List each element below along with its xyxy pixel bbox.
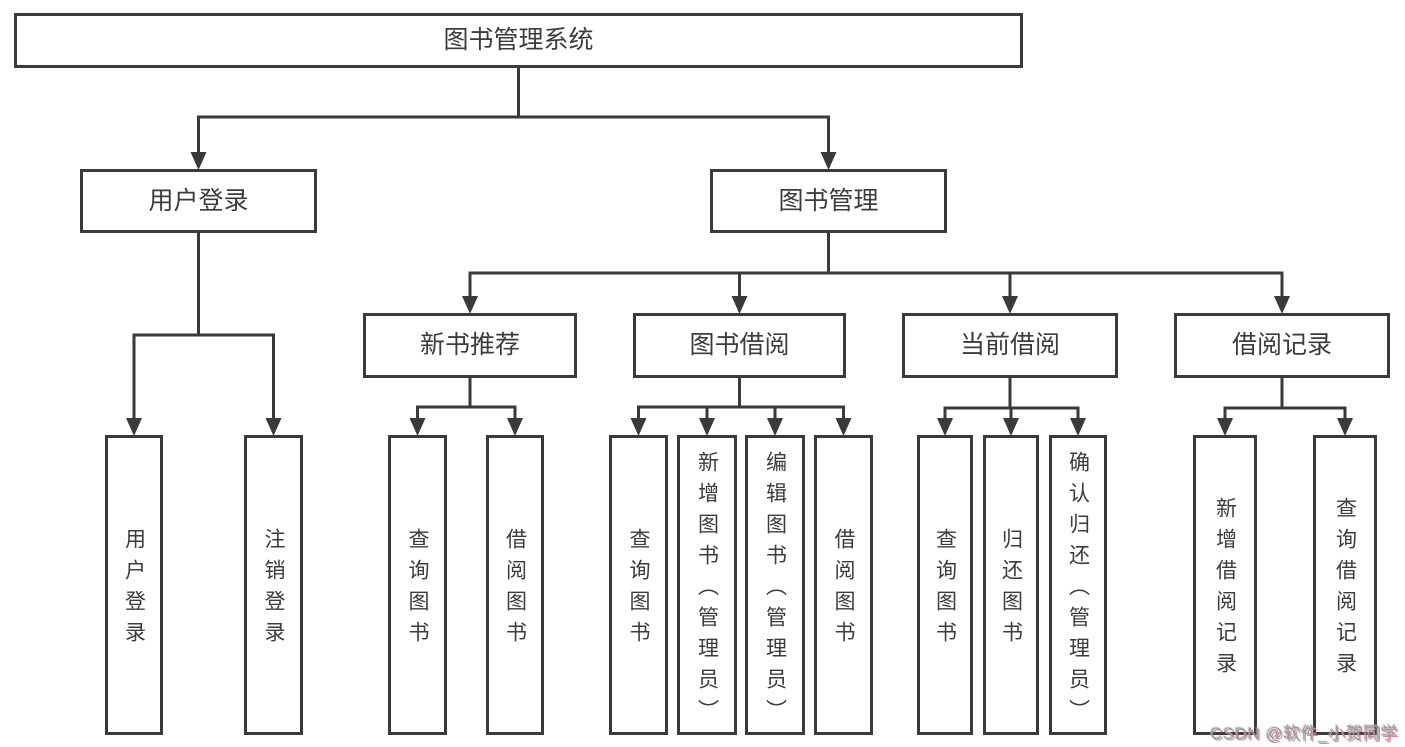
arrowhead-icon	[1070, 418, 1086, 436]
node-bb-edit-book: 编辑图书（管理员）	[745, 435, 805, 735]
node-bb-add-book: 新增图书（管理员）	[677, 435, 737, 735]
node-cb-return-book: 归还图书	[983, 435, 1039, 735]
arrowhead-icon	[507, 418, 523, 436]
csdn-watermark: CSDN @软件_小贺同学	[1209, 724, 1398, 743]
arrowhead-icon	[462, 296, 478, 314]
arrowhead-icon	[190, 152, 207, 170]
arrowhead-icon	[630, 418, 647, 436]
node-book-borrow: 图书借阅	[633, 313, 846, 378]
arrowhead-icon	[820, 152, 837, 170]
arrowhead-icon	[835, 418, 852, 436]
node-label: 当前借阅	[959, 331, 1060, 359]
node-label: 注销登录	[262, 528, 285, 652]
arrowhead-icon	[1003, 418, 1019, 436]
node-bb-query-book: 查询图书	[609, 435, 668, 735]
node-root: 图书管理系统	[14, 13, 1023, 68]
node-label: 新增借阅记录	[1213, 497, 1237, 683]
arrowhead-icon	[126, 418, 142, 436]
arrowhead-icon	[265, 418, 282, 436]
arrowhead-icon	[1002, 296, 1018, 314]
arrowhead-icon	[1217, 418, 1233, 436]
node-label: 用户登录	[148, 186, 249, 215]
arrowhead-icon	[1274, 296, 1290, 314]
node-br-query-record: 查询借阅记录	[1313, 435, 1377, 735]
node-new-book-rec: 新书推荐	[363, 313, 577, 378]
node-label: 图书管理系统	[443, 26, 594, 54]
node-label: 图书借阅	[689, 331, 790, 359]
node-label: 查询图书	[933, 528, 957, 652]
node-label: 查询借阅记录	[1333, 497, 1357, 683]
node-label: 借阅图书	[832, 528, 855, 652]
node-label: 新增图书（管理员）	[695, 450, 719, 730]
node-label: 图书管理	[778, 186, 879, 215]
node-login: 用户登录	[80, 169, 317, 233]
arrowhead-icon	[767, 418, 783, 436]
arrowhead-icon	[1337, 418, 1353, 436]
arrowhead-icon	[731, 296, 748, 314]
node-cb-confirm-return: 确认归还（管理员）	[1049, 435, 1107, 735]
node-label: 编辑图书（管理员）	[763, 450, 787, 730]
node-label: 用户登录	[122, 528, 146, 652]
node-label: 借阅图书	[503, 528, 527, 652]
node-label: 确认归还（管理员）	[1066, 450, 1090, 730]
arrowhead-icon	[409, 418, 426, 436]
node-current-borrow: 当前借阅	[902, 313, 1118, 378]
node-mgmt: 图书管理	[710, 169, 947, 233]
node-rec-query-book: 查询图书	[388, 435, 447, 735]
arrowhead-icon	[937, 418, 953, 436]
node-logout: 注销登录	[244, 435, 303, 735]
arrowhead-icon	[699, 418, 715, 436]
node-br-add-record: 新增借阅记录	[1193, 435, 1257, 735]
node-user-login: 用户登录	[105, 435, 163, 735]
node-label: 归还图书	[999, 528, 1023, 652]
node-rec-borrow-book: 借阅图书	[486, 435, 544, 735]
node-label: 查询图书	[406, 528, 429, 652]
node-label: 借阅记录	[1231, 331, 1332, 359]
node-label: 新书推荐	[419, 331, 520, 359]
node-label: 查询图书	[627, 528, 650, 652]
node-borrow-records: 借阅记录	[1174, 313, 1390, 378]
node-bb-borrow-book: 借阅图书	[814, 435, 873, 735]
node-cb-query-book: 查询图书	[917, 435, 973, 735]
